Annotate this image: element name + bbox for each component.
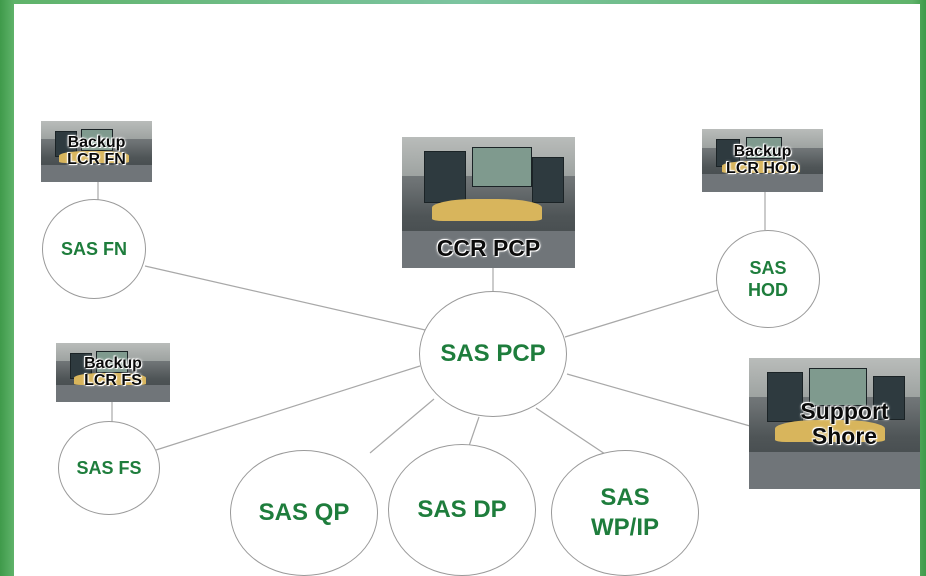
diagram-canvas: CCR PCP Backup LCR FN Backup LCR HOD Bac… <box>14 4 920 576</box>
ccr-pcp-room: CCR PCP <box>402 137 575 268</box>
sas-wpip-node: SAS WP/IP <box>551 450 699 576</box>
sas-pcp-label: SAS PCP <box>440 340 546 367</box>
backup-lcr-hod-room: Backup LCR HOD <box>702 129 823 192</box>
sas-hod-label: SAS HOD <box>748 257 788 301</box>
sas-dp-node: SAS DP <box>388 444 536 576</box>
link-pcp-fn <box>144 265 435 333</box>
sas-hod-node: SAS HOD <box>716 230 820 328</box>
sas-dp-label: SAS DP <box>417 496 507 523</box>
ccr-pcp-label: CCR PCP <box>436 235 541 262</box>
link-pcp-qp <box>369 398 435 454</box>
connection-lines <box>97 182 766 457</box>
sas-pcp-node: SAS PCP <box>419 291 567 417</box>
sas-fs-label: SAS FS <box>76 457 142 478</box>
link-pcp-wpip <box>535 407 609 457</box>
link-pcp-shore <box>566 373 751 427</box>
sas-fn-node: SAS FN <box>42 199 146 299</box>
sas-qp-label: SAS QP <box>258 499 350 526</box>
sas-fn-label: SAS FN <box>60 238 127 259</box>
sas-fs-node: SAS FS <box>58 421 160 515</box>
backup-lcr-fn-room: Backup LCR FN <box>41 121 152 182</box>
backup-lcr-fs-room: Backup LCR FS <box>56 343 170 402</box>
support-shore-label: Support Shore <box>800 398 889 449</box>
link-pcp-dp <box>468 416 480 447</box>
sas-qp-node: SAS QP <box>230 450 378 576</box>
link-pcp-fs <box>155 365 421 451</box>
backup-lcr-fn-label: Backup LCR FN <box>67 133 126 168</box>
link-pcp-hod <box>564 289 719 338</box>
sas-wpip-label: SAS WP/IP <box>590 484 659 541</box>
backup-lcr-hod-label: Backup LCR HOD <box>726 142 799 177</box>
support-shore-room: Support Shore <box>749 358 920 489</box>
backup-lcr-fs-label: Backup LCR FS <box>84 354 142 389</box>
